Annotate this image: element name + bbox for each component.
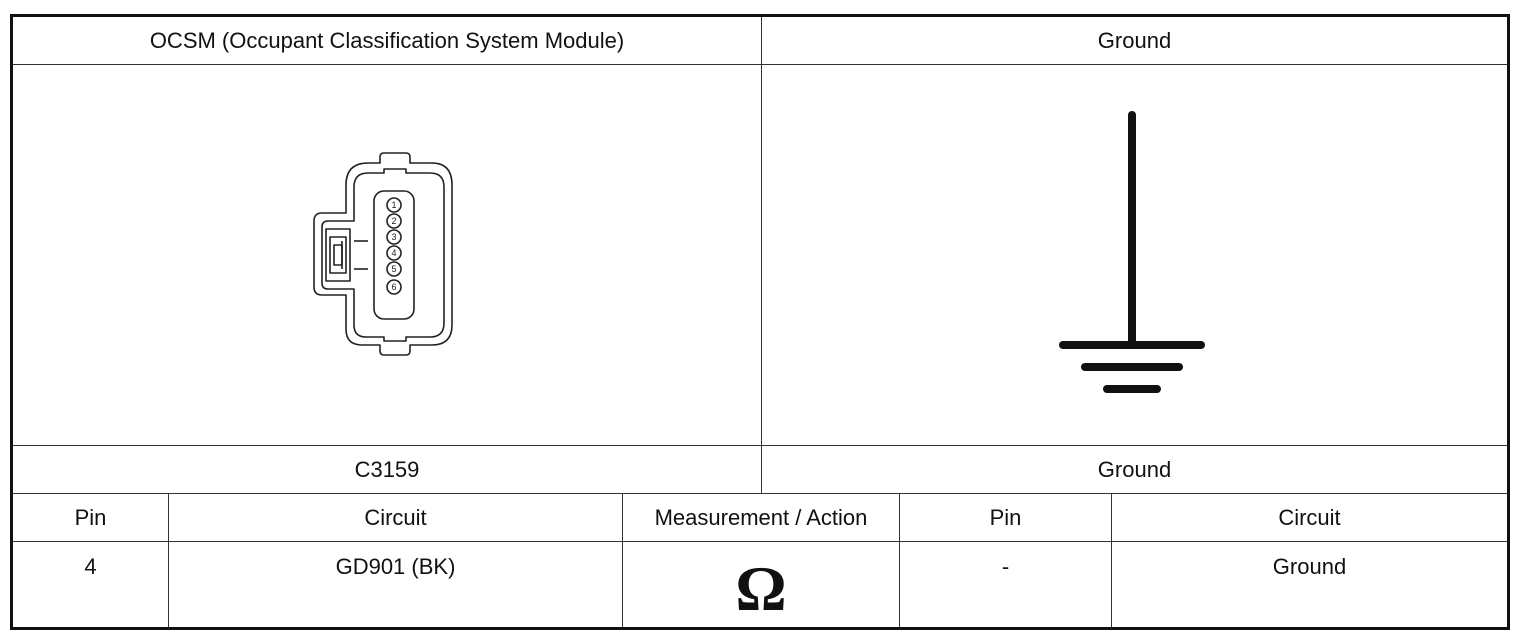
header-measurement: Measurement / Action	[654, 504, 868, 530]
connector-pin-label: 2	[391, 216, 396, 226]
row-pin-right: -	[1001, 554, 1010, 579]
right-component-title: Ground	[1097, 27, 1172, 53]
pinout-table: OCSM (Occupant Classification System Mod…	[10, 14, 1510, 630]
column-divider	[622, 493, 623, 627]
column-divider	[761, 17, 762, 493]
row-measurement-cell: Ω	[623, 542, 899, 627]
row-circuit-left: GD901 (BK)	[335, 554, 456, 579]
connector-image-cell: 1 2 3 4 5 6	[13, 65, 761, 445]
connector-pin-label: 5	[391, 264, 396, 274]
row-divider	[13, 64, 1507, 65]
left-component-title: OCSM (Occupant Classification System Mod…	[149, 27, 625, 53]
connector-face-icon: 1 2 3 4 5 6	[313, 152, 453, 356]
connector-pin-label: 1	[391, 200, 396, 210]
column-divider	[168, 493, 169, 627]
connector-pin-label: 3	[391, 232, 396, 242]
row-circuit-right: Ground	[1272, 554, 1347, 579]
header-circuit-right: Circuit	[1278, 504, 1341, 530]
row-divider	[13, 541, 1507, 542]
row-divider	[13, 445, 1507, 446]
connector-pin-label: 6	[391, 282, 396, 292]
header-pin-right: Pin	[989, 504, 1022, 530]
ohm-symbol-icon: Ω	[735, 552, 787, 624]
connector-pin-label: 4	[391, 248, 396, 258]
header-pin-left: Pin	[74, 504, 107, 530]
column-divider	[899, 493, 900, 627]
ground-symbol-icon	[1058, 111, 1205, 393]
ground-component-label: Ground	[1097, 456, 1172, 482]
header-circuit-left: Circuit	[364, 504, 427, 530]
row-pin-left: 4	[84, 554, 97, 579]
column-divider	[1111, 493, 1112, 627]
row-divider	[13, 493, 1507, 494]
ground-image-cell	[762, 65, 1507, 445]
connector-id: C3159	[354, 456, 420, 482]
